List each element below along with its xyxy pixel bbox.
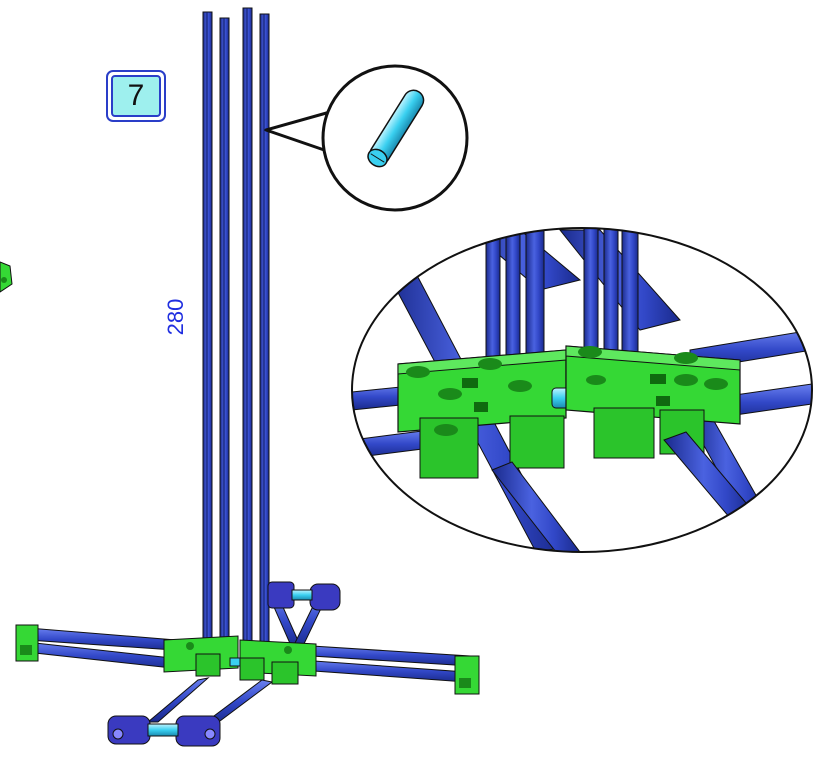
end-connectors <box>15 624 480 695</box>
step-number-badge: 7 <box>106 70 166 122</box>
part-callout <box>264 64 469 212</box>
central-connector-cluster <box>163 635 317 685</box>
main-assembly <box>0 7 480 747</box>
vertical-rods <box>202 7 270 661</box>
detail-view <box>351 227 813 553</box>
partial-connector-left-edge <box>0 261 13 293</box>
step-number: 7 <box>111 75 161 117</box>
hinge-parts <box>107 581 341 747</box>
axle-pin-icon <box>367 89 425 168</box>
rod-length-dimension: 280 <box>163 298 188 336</box>
